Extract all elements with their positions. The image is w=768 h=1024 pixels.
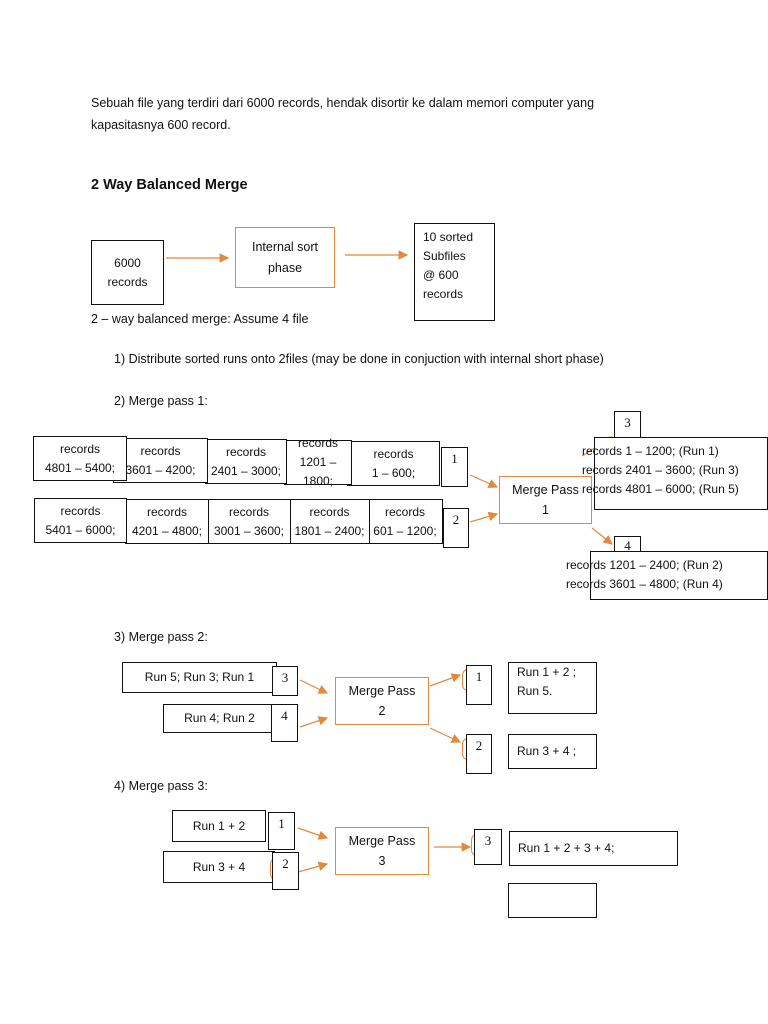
output-file-3-line: records 1 – 1200; (Run 1) xyxy=(582,444,719,458)
run-label: records xyxy=(225,444,266,459)
run-label: records xyxy=(59,441,100,456)
run-label: records xyxy=(297,436,338,450)
run-range: 1 – 600; xyxy=(371,465,416,480)
merge-pass-label: Merge Pass xyxy=(348,684,416,698)
merge-pass-number: 3 xyxy=(378,854,386,868)
run-box: records 601 – 1200; xyxy=(367,499,443,544)
run-box: records 5401 – 6000; xyxy=(34,498,127,543)
pass2-output-a-line: Run 5. xyxy=(517,684,553,698)
sorted-subfiles-box: 10 sorted Subfiles @ 600 records xyxy=(414,223,495,321)
arrow-p3b-to-merge3 xyxy=(297,861,329,873)
arrow-merge2-to-out2 xyxy=(429,727,462,743)
pass2-output-a-box: Run 1 + 2 ; Run 5. xyxy=(508,662,597,714)
run-range: 5401 – 6000; xyxy=(45,522,116,537)
merge-pass-label: Merge Pass xyxy=(512,483,579,497)
run-box: records 4801 – 5400; xyxy=(33,436,127,481)
subfiles-line: records xyxy=(423,287,464,301)
run-box: records 4201 – 4800; xyxy=(125,499,209,544)
input-file-line1: 6000 xyxy=(114,255,141,270)
input-file-box: 6000 records xyxy=(91,240,164,305)
file-2-tag: 2 xyxy=(443,508,469,548)
pass2-input-b-box: Run 4; Run 2 xyxy=(163,704,276,733)
pass3-input-a-box: Run 1 + 2 xyxy=(172,810,266,842)
pass2-output-b-tag-bracket xyxy=(462,738,468,760)
sort-phase-line1: Internal sort xyxy=(251,239,318,254)
internal-sort-phase-box: Internal sort phase xyxy=(235,227,335,288)
subfiles-line: 10 sorted xyxy=(423,230,474,244)
pass3-input-b-tag: 2 xyxy=(272,852,299,890)
merge-pass-2-box: Merge Pass 2 xyxy=(335,677,429,725)
intro-line-1: Sebuah file yang terdiri dari 6000 recor… xyxy=(91,96,595,110)
merge-pass-number: 1 xyxy=(542,503,549,517)
run-range: 601 – 1200; xyxy=(373,523,437,538)
run-box: records 1 – 600; xyxy=(347,441,440,486)
pass2-output-b-box: Run 3 + 4 ; xyxy=(508,734,597,769)
page-heading: 2 Way Balanced Merge xyxy=(91,177,248,193)
arrow-p2a-to-merge2 xyxy=(299,679,329,694)
run-label: records xyxy=(228,504,269,519)
run-range: 1201 – 1800; xyxy=(299,455,337,488)
empty-box xyxy=(508,883,597,918)
step-1-text: 1) Distribute sorted runs onto 2files (m… xyxy=(114,352,604,366)
pass3-output-box: Run 1 + 2 + 3 + 4; xyxy=(509,831,678,866)
step-4-text: 4) Merge pass 3: xyxy=(114,779,208,793)
file-1-tag: 1 xyxy=(441,447,468,487)
arrow-p2b-to-merge2 xyxy=(299,716,329,728)
step-3-text: 3) Merge pass 2: xyxy=(114,630,208,644)
pass2-input-a-box: Run 5; Run 3; Run 1 xyxy=(122,662,277,693)
intro-line-2: kapasitasnya 600 record. xyxy=(91,118,231,132)
run-range: 3601 – 4200; xyxy=(125,462,196,477)
pass2-input-b-tag: 4 xyxy=(271,704,298,742)
arrow-p3a-to-merge3 xyxy=(297,827,329,840)
pass2-output-a-tag-bracket xyxy=(462,669,468,691)
output-file-3-tag: 3 xyxy=(614,411,641,439)
subfiles-line: @ 600 xyxy=(423,268,459,282)
assumption-text: 2 – way balanced merge: Assume 4 file xyxy=(91,312,309,326)
merge-pass-number: 2 xyxy=(378,704,386,718)
pass3-input-a-tag: 1 xyxy=(268,812,295,850)
run-label: records xyxy=(140,443,181,458)
sort-phase-line2: phase xyxy=(267,260,303,275)
output-file-4-line: records 3601 – 4800; (Run 4) xyxy=(566,577,723,591)
run-range: 1801 – 2400; xyxy=(294,523,365,538)
run-box: records 2401 – 3000; xyxy=(205,439,287,484)
run-label: records xyxy=(309,504,350,519)
subfiles-line: Subfiles xyxy=(423,249,466,263)
output-file-3-line: records 2401 – 3600; (Run 3) xyxy=(582,463,739,477)
step-2-text: 2) Merge pass 1: xyxy=(114,394,208,408)
run-box: records 3601 – 4200; xyxy=(113,438,208,483)
pass2-output-a-tag: 1 xyxy=(466,665,492,705)
merge-pass-1-box: Merge Pass 1 xyxy=(499,476,592,524)
run-label: records xyxy=(60,503,101,518)
arrow-file2-to-merge1 xyxy=(469,511,499,523)
merge-pass-label: Merge Pass xyxy=(348,834,416,848)
pass3-input-b-box: Run 3 + 4 xyxy=(163,851,275,883)
run-range: 4801 – 5400; xyxy=(44,460,116,475)
run-box: records 1801 – 2400; xyxy=(289,499,370,544)
run-range: 4201 – 4800; xyxy=(131,523,203,538)
run-label: records xyxy=(384,504,425,519)
run-label: records xyxy=(373,446,414,461)
run-label: records xyxy=(146,504,187,519)
pass2-output-b-tag: 2 xyxy=(466,734,492,774)
arrow-file1-to-merge1 xyxy=(469,474,499,488)
input-file-line2: records xyxy=(107,274,148,289)
pass2-input-a-tag: 3 xyxy=(272,666,298,696)
merge-pass-3-box: Merge Pass 3 xyxy=(335,827,429,875)
output-file-4-box xyxy=(590,551,768,600)
pass3-output-tag: 3 xyxy=(474,829,502,865)
run-box: records 3001 – 3600; xyxy=(207,499,291,544)
run-range: 3001 – 3600; xyxy=(213,523,285,538)
output-file-3-line: records 4801 – 6000; (Run 5) xyxy=(582,482,739,496)
run-range: 2401 – 3000; xyxy=(210,463,282,478)
arrow-merge1-to-out4 xyxy=(591,527,613,545)
pass2-output-a-line: Run 1 + 2 ; xyxy=(517,665,577,679)
output-file-4-line: records 1201 – 2400; (Run 2) xyxy=(566,558,723,572)
run-box: records 1201 – 1800; xyxy=(284,436,352,488)
arrow-merge2-to-out1 xyxy=(429,673,462,687)
